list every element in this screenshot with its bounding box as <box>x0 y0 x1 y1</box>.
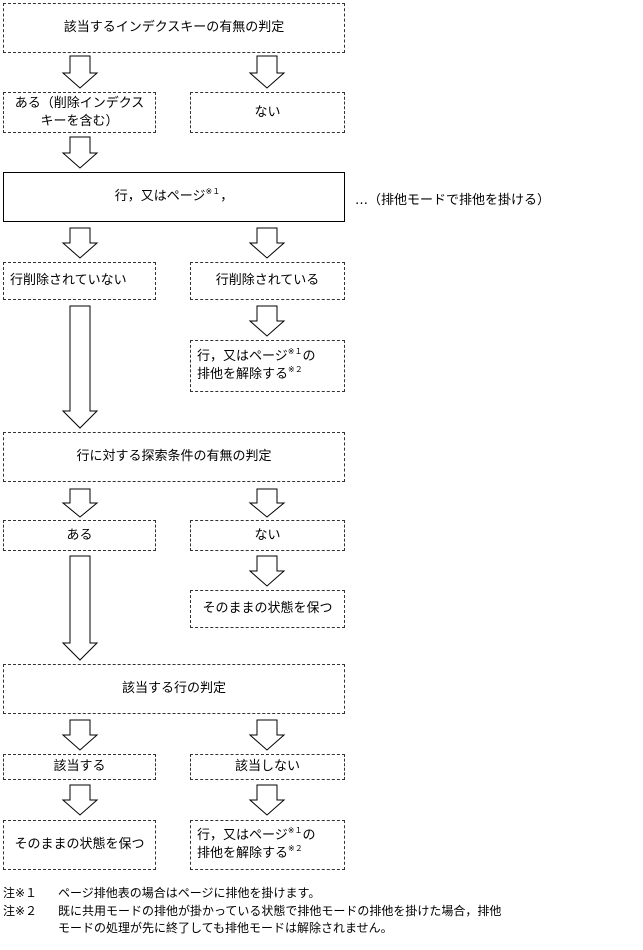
not-exists-text: ない <box>254 104 281 120</box>
keep-state-box-1: そのままの状態を保つ <box>190 590 345 628</box>
arrow-2-left <box>61 136 99 169</box>
arrow-7-right <box>248 555 286 587</box>
condition-not-exists-box: ない <box>190 520 345 551</box>
arrow-3-left <box>61 227 99 259</box>
keep-state-box-2: そのままの状態を保つ <box>3 820 156 870</box>
exists-line-1: ある（削除インデクス <box>14 95 145 111</box>
arrow-6-left <box>61 488 99 518</box>
release-lock-1-line-2: 排他を解除する※２ <box>197 364 303 382</box>
condition-exists-box: ある <box>3 520 156 551</box>
arrow-9-right <box>248 719 286 751</box>
exists-line-2: キーを含む） <box>40 113 119 129</box>
row-deleted-text: 行削除されている <box>215 273 320 288</box>
row-or-page-lock-box: 行，又はページ※１， <box>3 172 345 222</box>
arrow-10-left <box>61 784 99 816</box>
arrow-long-1 <box>61 305 99 429</box>
row-not-deleted-text: 行削除されていない <box>10 273 127 288</box>
arrow-1-right <box>248 55 286 89</box>
matches-text: 該当する <box>53 759 106 774</box>
release-lock-box-2: 行，又はページ※１の 排他を解除する※２ <box>190 820 345 870</box>
search-condition-check-text: 行に対する探索条件の有無の判定 <box>76 449 272 464</box>
exists-including-deleted-box: ある（削除インデクス キーを含む） <box>3 92 156 133</box>
condition-exists-text: ある <box>66 527 93 543</box>
release-lock-1-line-1: 行，又はページ※１の <box>197 346 316 364</box>
keep-state-1-text: そのままの状態を保つ <box>202 601 333 616</box>
index-key-check-text: 該当するインデクスキーの有無の判定 <box>63 20 285 35</box>
arrow-10-right <box>248 784 286 816</box>
search-condition-check-box: 行に対する探索条件の有無の判定 <box>3 432 345 482</box>
release-lock-box-1: 行，又はページ※１の 排他を解除する※２ <box>190 340 345 392</box>
arrow-3-right <box>248 227 286 259</box>
row-not-deleted-box: 行削除されていない <box>3 262 156 300</box>
arrow-4-right <box>248 305 286 337</box>
not-matches-box: 該当しない <box>190 754 345 780</box>
arrow-6-right <box>248 488 286 518</box>
not-matches-text: 該当しない <box>234 759 300 774</box>
not-exists-box: ない <box>190 92 345 133</box>
matching-row-check-box: 該当する行の判定 <box>3 664 345 714</box>
release-lock-2-line-2: 排他を解除する※２ <box>197 843 303 861</box>
arrow-9-left <box>61 719 99 751</box>
arrow-long-2 <box>61 555 99 661</box>
keep-state-2-text: そのままの状態を保つ <box>14 837 145 852</box>
note-1-text: ページ排他表の場合はページに排他を掛けます。 <box>58 886 321 900</box>
index-key-check-box: 該当するインデクスキーの有無の判定 <box>3 3 345 53</box>
note-2-text-line-1: 既に共用モードの排他が掛かっている状態で排他モードの排他を掛けた場合，排他 <box>58 904 502 918</box>
matching-row-check-text: 該当する行の判定 <box>121 681 226 696</box>
row-deleted-box: 行削除されている <box>190 262 345 300</box>
note-2-text-line-2: モードの処理が先に終了しても排他モードは解除されません。 <box>58 921 393 935</box>
matches-box: 該当する <box>3 754 156 780</box>
arrow-1-left <box>61 55 99 89</box>
exclusive-mode-note: …（排他モードで排他を掛ける） <box>355 193 551 208</box>
note-1-label: 注※１ <box>3 886 38 900</box>
note-2-label: 注※２ <box>3 904 38 918</box>
row-or-page-lock-text: 行，又はページ※１， <box>114 186 234 204</box>
condition-not-exists-text: ない <box>254 527 281 543</box>
release-lock-2-line-1: 行，又はページ※１の <box>197 825 316 843</box>
